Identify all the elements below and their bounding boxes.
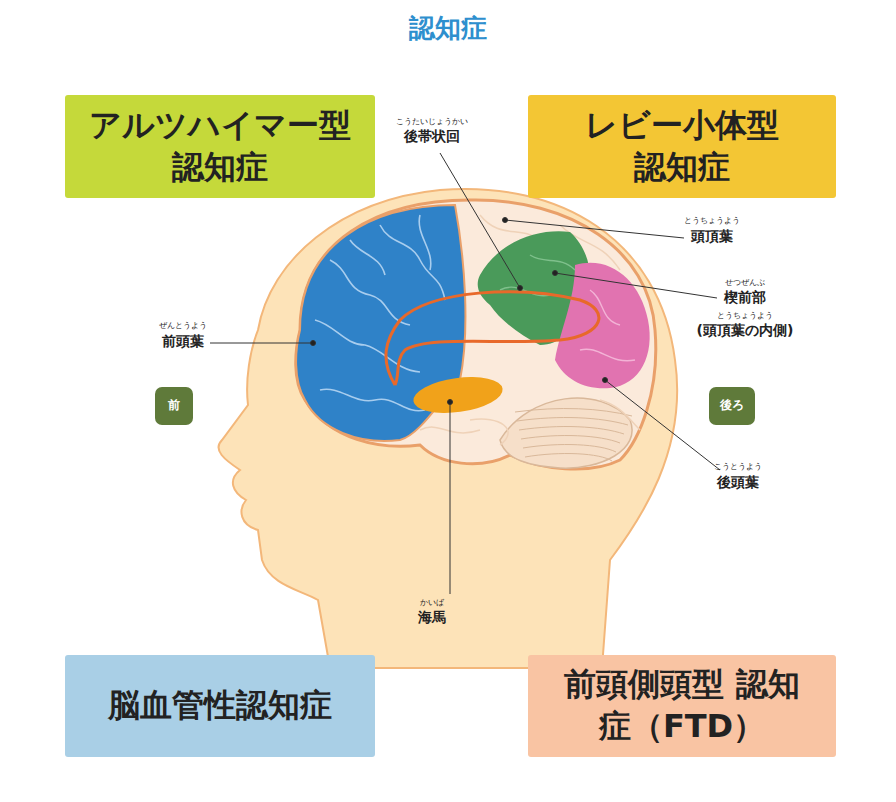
region-label: (頭頂葉の内側) xyxy=(697,323,794,338)
node-text: 脳血管性認知症 xyxy=(108,685,332,727)
furigana: こうとうよう xyxy=(714,463,762,472)
node-text: アルツハイマー型 認知症 xyxy=(85,105,355,188)
head-silhouette xyxy=(218,189,677,668)
category-box: 前頭側頭型 認知症（FTD） xyxy=(528,655,836,757)
region-label: 後頭葉 xyxy=(717,475,759,490)
region-label: 海馬 xyxy=(418,610,446,625)
region-label: 前頭葉 xyxy=(162,334,204,349)
furigana: ぜんとうよう xyxy=(159,322,207,331)
cerebellum xyxy=(500,398,632,468)
furigana: とうちょうよう xyxy=(717,312,773,321)
category-box: 脳血管性認知症 xyxy=(65,655,375,757)
direction-tag: 前 xyxy=(155,387,193,425)
category-box: レビー小体型 認知症 xyxy=(528,95,836,198)
furigana: かいば xyxy=(420,599,444,608)
frontal-sulci xyxy=(315,215,445,411)
region-label: 楔前部 xyxy=(724,290,766,305)
cingulate-outline xyxy=(386,292,599,385)
direction-tag: 後ろ xyxy=(709,387,755,425)
node-text: 前頭側頭型 認知症（FTD） xyxy=(562,664,802,747)
title: 認知症 xyxy=(409,14,487,43)
brain-outline xyxy=(296,200,656,469)
furigana: せつぜんぶ xyxy=(725,279,765,288)
category-box: アルツハイマー型 認知症 xyxy=(65,95,375,198)
region-label: 後帯状回 xyxy=(404,129,460,144)
node-text: 後ろ xyxy=(720,398,744,414)
furigana: こうたいじょうかい xyxy=(396,118,468,127)
node-text: 前 xyxy=(168,398,180,414)
leader-lines xyxy=(210,153,720,594)
occipital-lobe xyxy=(555,263,650,388)
node-text: レビー小体型 認知症 xyxy=(572,105,792,188)
hippocampus xyxy=(411,372,505,418)
region-label: 頭頂葉 xyxy=(691,229,733,244)
furigana: とうちょうよう xyxy=(684,217,740,226)
